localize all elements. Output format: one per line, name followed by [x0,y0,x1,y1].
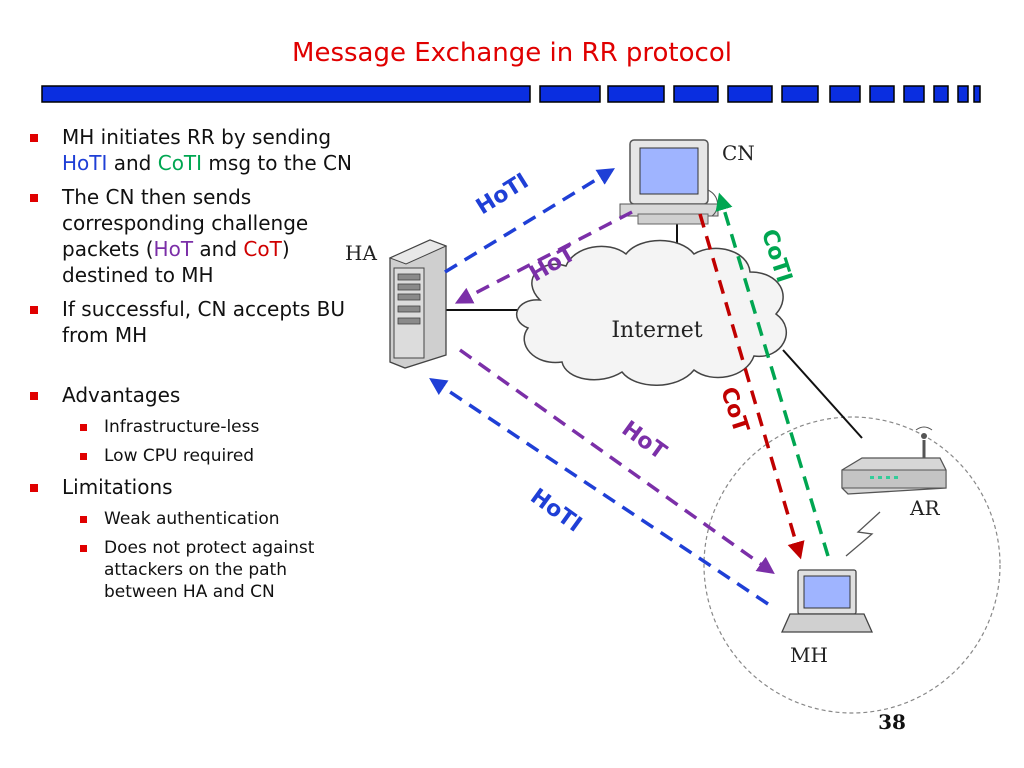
bullet-success: If successful, CN accepts BU from MH [28,296,358,348]
cot-label: CoT [715,384,753,436]
hoti-bottom-label: HoTI [526,484,587,538]
bullet-cn-challenge: The CN then sends corresponding challeng… [28,184,358,288]
hot-bottom-label: HoT [617,416,671,465]
ha-server-icon [388,239,448,369]
hoti-arrow-mh-to-ha [429,378,769,606]
sub-bullet-advantage: Infrastructure-less [28,416,358,438]
ar-router-icon [841,426,947,495]
hot-arrow-cn-to-ha [454,210,633,304]
sub-bullet-limitation: Weak authentication [28,508,358,530]
bullet-text: and [193,237,244,261]
cot-term: CoT [243,237,282,261]
bullet-advantages: Advantages [28,382,358,408]
internet-label: Internet [611,318,702,343]
bullet-text: The CN then sends corresponding challeng… [62,185,309,261]
cn-computer-icon [619,139,719,225]
coti-arrow-mh-to-cn [715,192,830,557]
bullet-text: ) destined to MH [62,237,290,287]
mh-laptop-icon [780,569,874,633]
bullet-text: MH initiates RR by sending [62,125,332,149]
hoti-arrow-ha-to-cn [444,168,615,274]
hoti-top-label: HoTI [472,169,533,220]
bullet-text: msg to the CN [202,151,352,175]
coti-term: CoTI [157,151,203,175]
access-network-boundary [703,416,1001,714]
hot-term: HoT [153,237,194,261]
sub-bullet-limitation: Does not protect against attackers on th… [28,537,358,603]
bullet-rr-initiation: MH initiates RR by sending HoTI and CoTI… [28,124,358,176]
bullet-limitations: Limitations [28,474,358,500]
cot-arrow-cn-to-mh [698,213,805,560]
slide-title: Message Exchange in RR protocol [292,38,732,68]
sub-bullet-advantage: Low CPU required [28,445,358,467]
mh-label: MH [790,643,828,667]
internet-cloud-icon [516,239,787,386]
cn-label: CN [722,141,755,165]
title-decoration-bar [41,85,981,103]
hoti-term: HoTI [62,151,108,175]
ar-label: AR [909,496,940,520]
wireless-link-icon [845,511,881,557]
page-number: 38 [878,710,906,734]
hot-arrow-ha-to-mh [458,348,775,575]
bullet-list: MH initiates RR by sending HoTI and CoTI… [28,124,358,610]
bullet-text: and [107,151,158,175]
ha-label: HA [345,241,377,265]
